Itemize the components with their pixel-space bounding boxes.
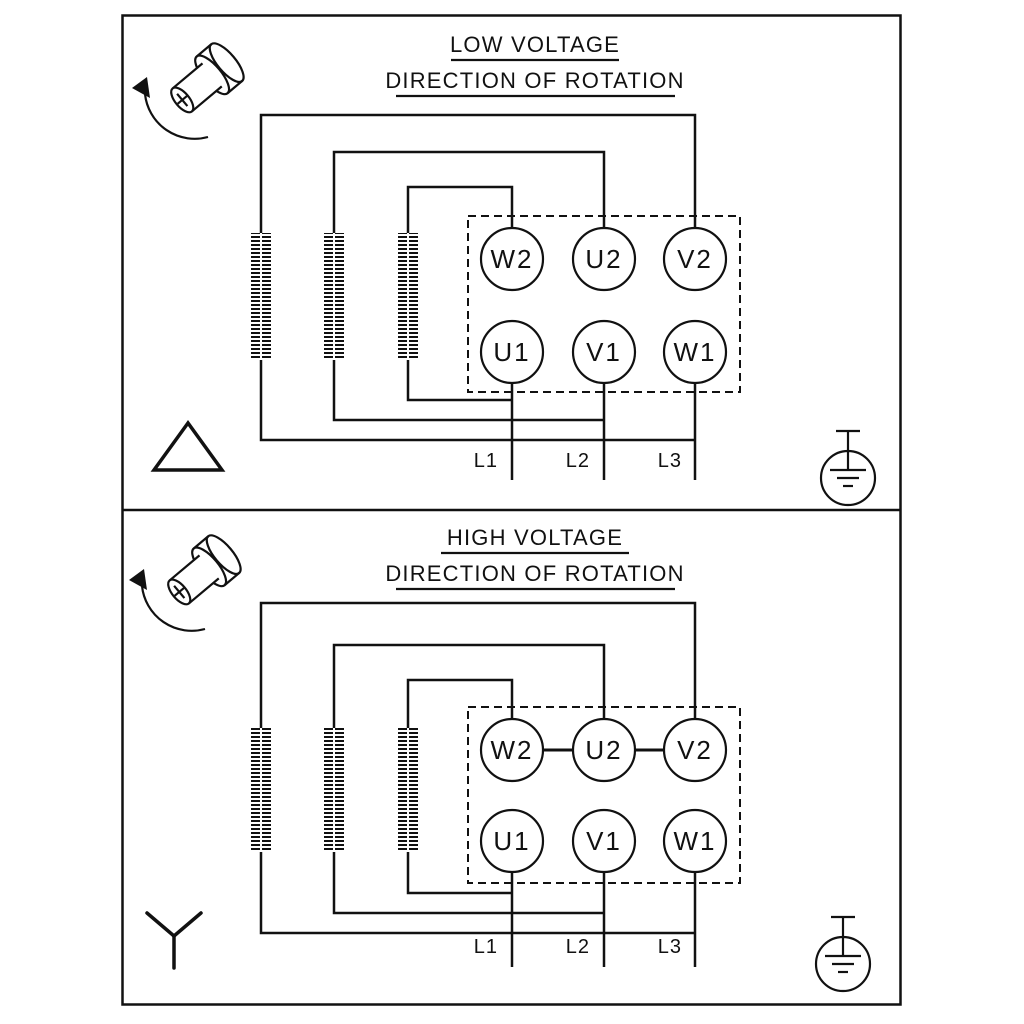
lead-label: L1 bbox=[474, 450, 498, 472]
wire bbox=[406, 678, 514, 728]
winding-coils bbox=[251, 233, 418, 360]
earth-ground-icon bbox=[819, 429, 877, 507]
terminal bbox=[571, 717, 637, 783]
terminal bbox=[571, 808, 637, 874]
terminal-label: U1 bbox=[493, 337, 530, 367]
terminal bbox=[662, 226, 728, 292]
rotation-arrowhead-icon bbox=[129, 569, 147, 590]
terminal bbox=[571, 319, 637, 385]
terminal-box-outline bbox=[467, 706, 741, 884]
terminal-label: W1 bbox=[674, 337, 717, 367]
delta-connection-icon bbox=[150, 420, 226, 472]
terminal bbox=[662, 717, 728, 783]
motor-shaft-icon bbox=[132, 42, 245, 140]
winding-coils bbox=[251, 728, 418, 852]
wire bbox=[259, 113, 697, 233]
rotation-arrowhead-icon bbox=[132, 77, 150, 98]
terminal bbox=[479, 226, 545, 292]
rotation-arrow-icon bbox=[140, 585, 206, 632]
panel-title: LOW VOLTAGE bbox=[450, 32, 620, 57]
terminal-label: V1 bbox=[586, 337, 622, 367]
wire bbox=[332, 643, 606, 728]
wire bbox=[332, 150, 606, 233]
wire bbox=[259, 360, 695, 442]
motor-shaft-icon bbox=[129, 534, 242, 632]
terminal-label: U1 bbox=[493, 826, 530, 856]
terminal-label: V2 bbox=[677, 735, 713, 765]
wire bbox=[259, 601, 697, 728]
star-connection-icon bbox=[145, 911, 203, 970]
terminal bbox=[479, 808, 545, 874]
wire bbox=[406, 360, 512, 402]
panel-subtitle: DIRECTION OF ROTATION bbox=[385, 561, 684, 586]
lead-label: L1 bbox=[474, 936, 498, 958]
terminal-label: V2 bbox=[677, 244, 713, 274]
lead-label: L2 bbox=[566, 936, 590, 958]
terminal-label: U2 bbox=[585, 244, 622, 274]
terminal bbox=[571, 226, 637, 292]
wire bbox=[406, 185, 514, 233]
lead-label: L3 bbox=[658, 936, 682, 958]
wire bbox=[259, 852, 695, 935]
wire bbox=[332, 852, 604, 915]
terminal bbox=[479, 319, 545, 385]
lead-label: L2 bbox=[566, 450, 590, 472]
wire bbox=[406, 852, 512, 895]
terminal-label: V1 bbox=[586, 826, 622, 856]
terminal bbox=[662, 319, 728, 385]
terminals: W2 U2 V2 U1 V1 W1 bbox=[479, 226, 728, 385]
panel-high-voltage: HIGH VOLTAGE DIRECTION OF ROTATION bbox=[129, 525, 872, 993]
rotation-arrow-icon bbox=[143, 93, 209, 140]
terminals: W2 U2 V2 U1 V1 W1 bbox=[479, 717, 728, 874]
lead-label: L3 bbox=[658, 450, 682, 472]
terminal-label: W1 bbox=[674, 826, 717, 856]
terminal-label: U2 bbox=[585, 735, 622, 765]
panel-subtitle: DIRECTION OF ROTATION bbox=[385, 68, 684, 93]
terminal-label: W2 bbox=[491, 244, 534, 274]
terminal-box-outline bbox=[467, 215, 741, 393]
panel-low-voltage: LOW VOLTAGE DIRECTION OF ROTATION bbox=[132, 32, 877, 507]
panel-title: HIGH VOLTAGE bbox=[447, 525, 623, 550]
terminal bbox=[479, 717, 545, 783]
terminal bbox=[662, 808, 728, 874]
wire bbox=[332, 360, 604, 422]
earth-ground-icon bbox=[814, 915, 872, 993]
terminal-label: W2 bbox=[491, 735, 534, 765]
